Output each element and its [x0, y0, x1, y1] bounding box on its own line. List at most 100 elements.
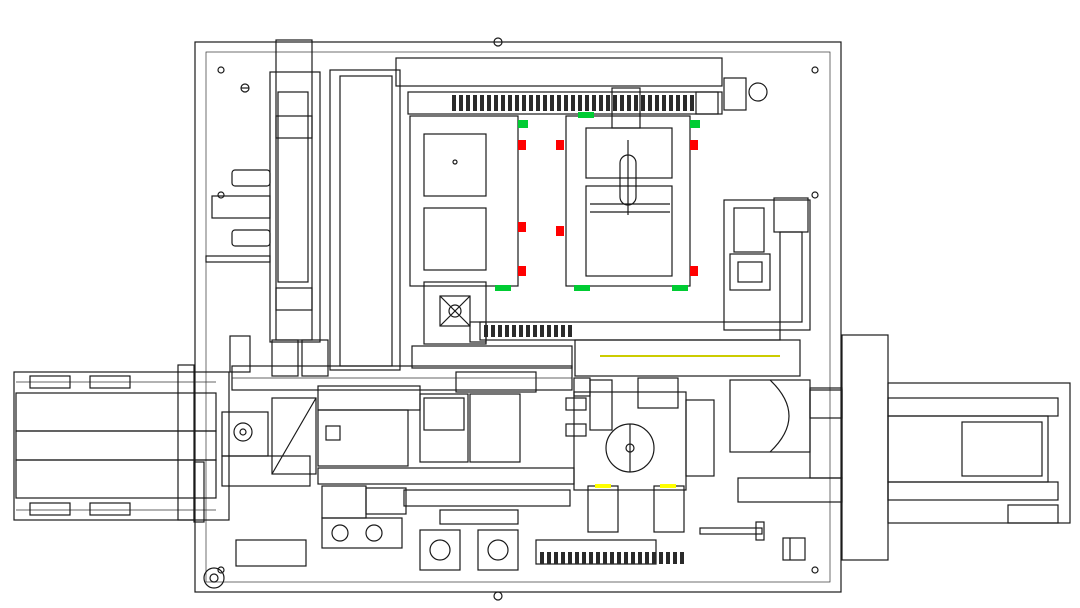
rack-tooth	[620, 95, 624, 111]
rack-tooth	[473, 95, 477, 111]
left-conveyor-belt-top	[15, 392, 217, 432]
rack-tooth	[526, 325, 530, 337]
frame-mounting-holes	[217, 37, 819, 601]
rack-tooth	[627, 95, 631, 111]
rack-tooth	[466, 95, 470, 111]
middle-linear-rack	[479, 321, 801, 377]
rack-tooth	[533, 325, 537, 337]
right-conveyor-belt-top	[887, 397, 1059, 417]
rack-tooth	[599, 95, 603, 111]
rack-tooth	[452, 95, 456, 111]
rack-tooth	[571, 95, 575, 111]
rack-tooth	[631, 552, 635, 564]
frame-inner-plate	[205, 51, 831, 583]
lifting-eye	[203, 567, 225, 589]
rack-tooth	[634, 95, 638, 111]
station-red-plate	[317, 409, 409, 467]
rack-tooth	[498, 325, 502, 337]
rack-tooth	[641, 95, 645, 111]
rack-tooth	[680, 552, 684, 564]
rack-tooth	[561, 325, 565, 337]
left-conveyor-belt-bottom	[15, 459, 217, 499]
rack-tooth	[515, 95, 519, 111]
rack-tooth	[512, 325, 516, 337]
rack-tooth	[659, 552, 663, 564]
rack-tooth	[690, 95, 694, 111]
right-output-conveyor	[737, 334, 1071, 561]
lower-stations	[235, 484, 765, 571]
cable-box	[782, 537, 806, 561]
rack-tooth	[669, 95, 673, 111]
rack-tooth	[494, 95, 498, 111]
rack-tooth	[568, 325, 572, 337]
rack-tooth	[582, 552, 586, 564]
rack-tooth	[508, 95, 512, 111]
rack-tooth	[673, 552, 677, 564]
rack-tooth	[564, 95, 568, 111]
magenta-block	[221, 455, 311, 487]
top-rack-teeth	[452, 95, 694, 111]
main-frame	[194, 37, 842, 601]
pick-head-transparent	[423, 281, 487, 345]
rack-tooth	[575, 552, 579, 564]
rack-tooth	[547, 552, 551, 564]
tray-red-clips	[518, 140, 698, 276]
guide-rails	[229, 335, 573, 411]
gripper-purple	[573, 377, 591, 397]
rack-tooth	[645, 552, 649, 564]
rack-tooth	[676, 95, 680, 111]
long-red-rail	[317, 467, 575, 485]
rack-tooth	[505, 325, 509, 337]
rack-tooth	[536, 95, 540, 111]
rack-tooth	[624, 552, 628, 564]
rack-tooth	[540, 552, 544, 564]
left-input-conveyor	[13, 364, 230, 523]
rack-tooth	[543, 95, 547, 111]
frame-outer-plate	[194, 41, 842, 593]
motor-yellow-housing	[729, 253, 771, 291]
rack-tooth	[652, 552, 656, 564]
tray-right	[565, 115, 691, 287]
top-linear-rack	[395, 57, 747, 115]
rack-tooth	[487, 95, 491, 111]
rack-tooth	[589, 552, 593, 564]
right-conveyor-belt-bottom	[887, 481, 1059, 501]
middle-conveyor-belt	[737, 477, 843, 503]
rack-tooth	[491, 325, 495, 337]
left-vertical-columns	[205, 39, 401, 371]
rack-tooth	[666, 552, 670, 564]
rack-tooth	[592, 95, 596, 111]
rack-tooth	[554, 552, 558, 564]
rack-tooth	[501, 95, 505, 111]
rack-tooth	[459, 95, 463, 111]
tray-green-clips	[495, 112, 700, 291]
tray-area	[409, 87, 700, 291]
rack-tooth	[578, 95, 582, 111]
rack-tooth	[683, 95, 687, 111]
rack-tooth	[519, 325, 523, 337]
rack-tooth	[606, 95, 610, 111]
rack-tooth	[596, 552, 600, 564]
middle-rack-teeth	[484, 325, 572, 337]
lower-red-block	[321, 517, 403, 549]
left-stopper-red	[193, 461, 205, 523]
rack-tooth	[655, 95, 659, 111]
rack-tooth	[662, 95, 666, 111]
rack-tooth	[638, 552, 642, 564]
work-station-left	[221, 371, 575, 487]
rack-tooth	[648, 95, 652, 111]
rack-tooth	[522, 95, 526, 111]
rack-tooth	[568, 552, 572, 564]
rack-tooth	[540, 325, 544, 337]
rack-tooth	[529, 95, 533, 111]
rack-tooth	[603, 552, 607, 564]
tray-left	[409, 115, 519, 287]
rack-tooth	[561, 552, 565, 564]
rack-tooth	[610, 552, 614, 564]
left-cylinder-red-1	[231, 169, 271, 187]
rack-tooth	[585, 95, 589, 111]
rack-tooth	[484, 325, 488, 337]
right-motor-station	[723, 197, 811, 453]
